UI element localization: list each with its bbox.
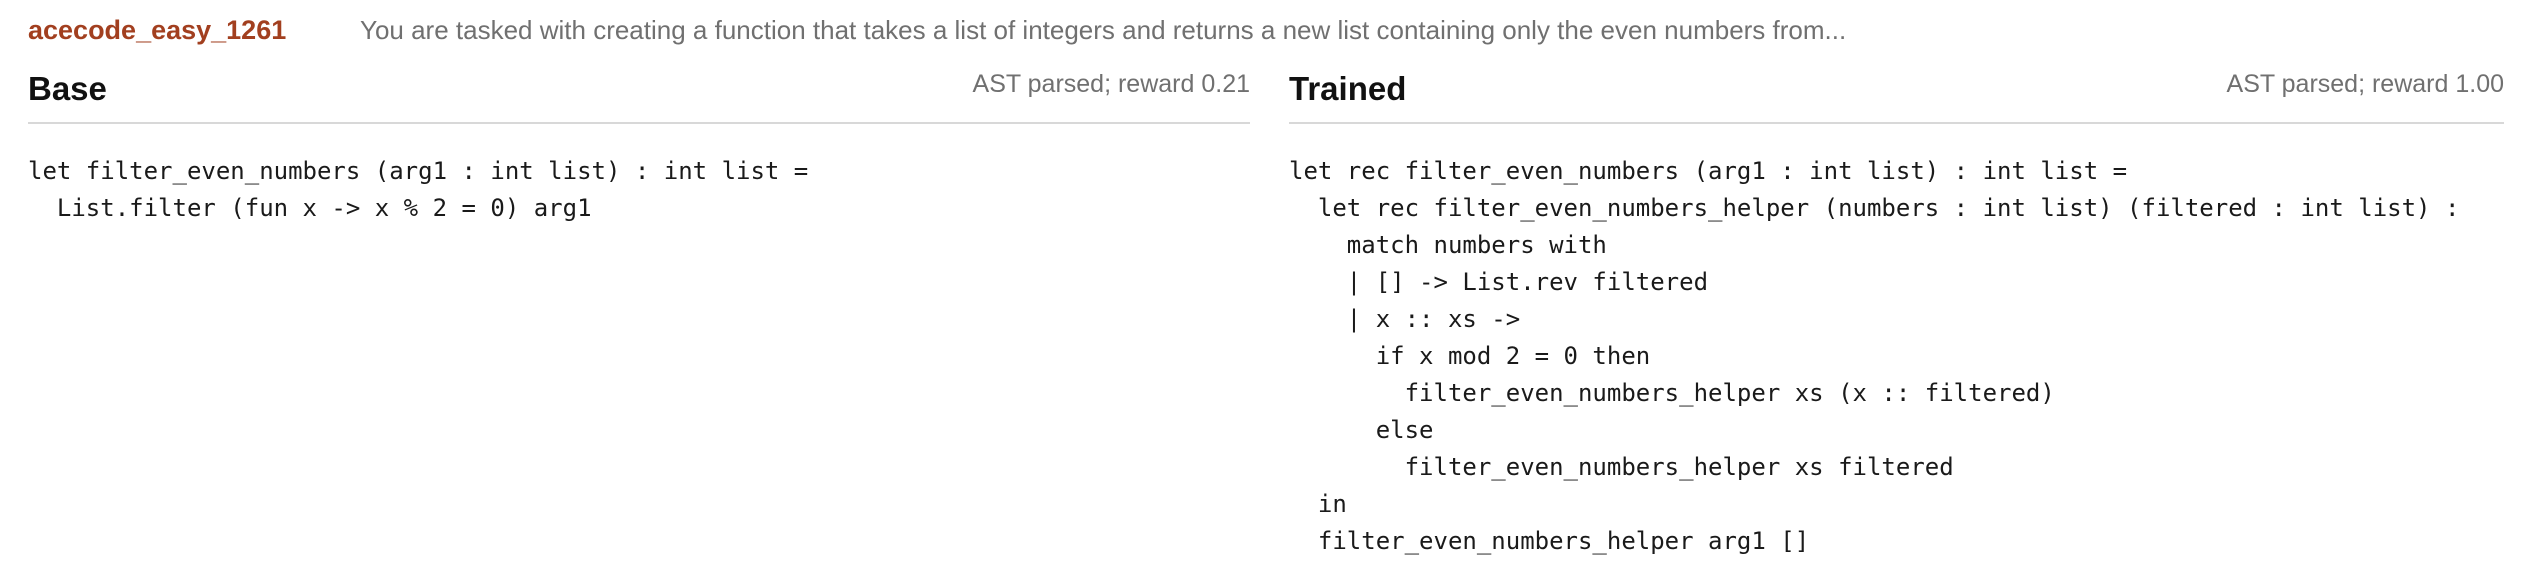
trained-panel: Trained AST parsed; reward 1.00 let rec … (1289, 66, 2504, 560)
base-panel-header: Base AST parsed; reward 0.21 (28, 66, 1250, 124)
base-panel-status: AST parsed; reward 0.21 (972, 70, 1250, 98)
task-description: You are tasked with creating a function … (360, 14, 1847, 45)
trained-code-block: let rec filter_even_numbers (arg1 : int … (1289, 157, 2460, 555)
base-panel: Base AST parsed; reward 0.21 let filter_… (28, 66, 1250, 227)
task-header: acecode_easy_1261 You are tasked with cr… (28, 10, 1846, 50)
trained-panel-status: AST parsed; reward 1.00 (2226, 70, 2504, 98)
base-panel-title: Base (28, 70, 107, 107)
trained-panel-header: Trained AST parsed; reward 1.00 (1289, 66, 2504, 124)
task-id: acecode_easy_1261 (28, 14, 287, 45)
base-code-block: let filter_even_numbers (arg1 : int list… (28, 157, 809, 222)
trained-panel-title: Trained (1289, 70, 1407, 107)
